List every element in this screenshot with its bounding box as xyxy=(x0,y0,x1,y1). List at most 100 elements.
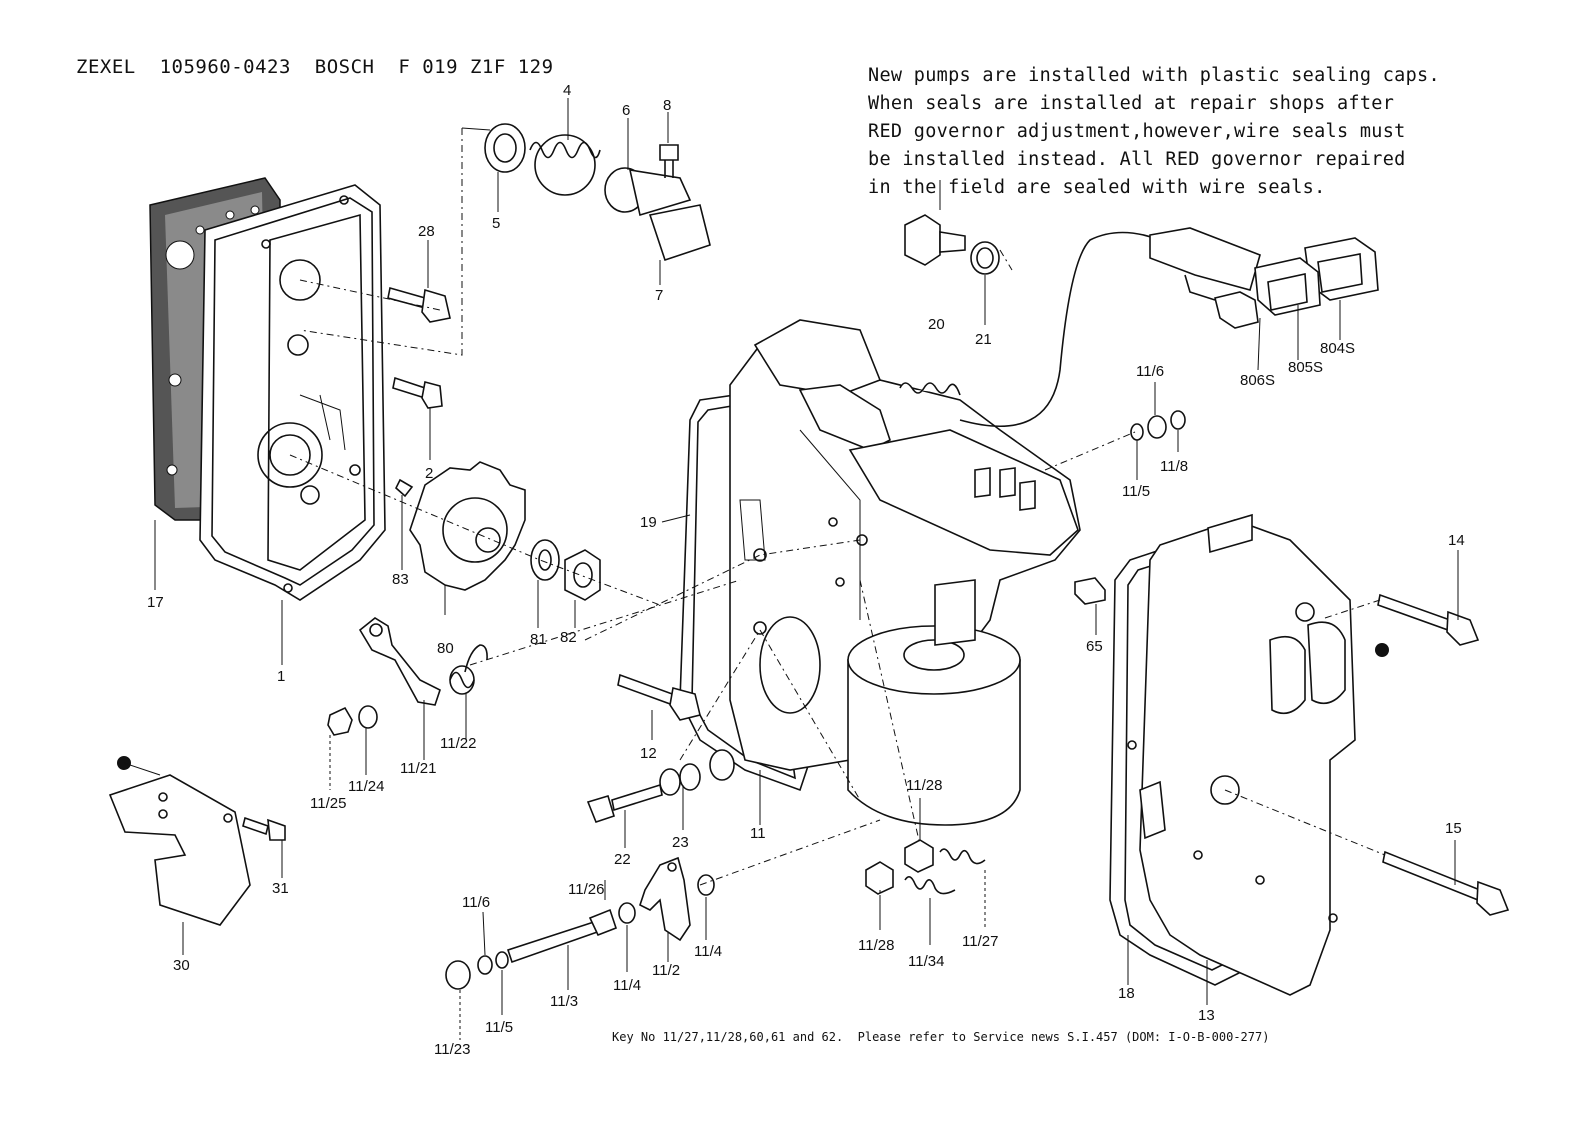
callout-label: 11/22 xyxy=(440,735,476,752)
bolt-part-15 xyxy=(1382,850,1510,916)
callout-label: 18 xyxy=(1118,985,1135,1002)
callout-label: 11/34 xyxy=(908,953,944,970)
nut-part-82 xyxy=(564,549,601,601)
shaft-part-11-3 xyxy=(506,908,617,964)
callout-label: 28 xyxy=(418,223,435,240)
callout-label: 11/8 xyxy=(1160,458,1188,475)
callout-label: 82 xyxy=(560,629,577,646)
sleeve-part-11-23 xyxy=(445,960,471,990)
callout-label: 806S xyxy=(1240,372,1275,389)
key-part-83 xyxy=(395,478,414,498)
callout-label: 11 xyxy=(750,825,766,842)
note-line: in the field are sealed with wire seals. xyxy=(868,177,1326,198)
note-line: New pumps are installed with plastic sea… xyxy=(868,65,1440,86)
callout-label: 11/5 xyxy=(485,1019,513,1036)
wiring-harness xyxy=(959,227,1379,428)
callout-label: 11/28 xyxy=(906,777,942,794)
seal-part-5 xyxy=(484,123,526,173)
spring-part-4 xyxy=(529,134,601,196)
callout-label: 11/4 xyxy=(694,943,722,960)
washer-part-11-4-b xyxy=(697,874,715,896)
installation-notes: New pumps are installed with plastic sea… xyxy=(868,62,1508,202)
callout-label: 11/6 xyxy=(1136,363,1164,380)
bolt-part-12 xyxy=(617,673,701,721)
callout-label: 30 xyxy=(173,957,190,974)
callout-label: 4 xyxy=(563,82,571,99)
callout-label: 5 xyxy=(492,215,500,232)
washer-part-81 xyxy=(530,539,560,581)
callout-label: 11/28 xyxy=(858,937,894,954)
callout-label: 1 xyxy=(277,668,285,685)
callout-label: 805S xyxy=(1288,359,1323,376)
callout-label: 11/25 xyxy=(310,795,346,812)
seal-part-21 xyxy=(970,241,1000,275)
rotor-part-80 xyxy=(409,461,526,591)
spring-part-11-22 xyxy=(449,644,488,695)
callout-label: 6 xyxy=(622,102,630,119)
nut-part-11-28-a xyxy=(904,839,934,873)
callout-label: 11/27 xyxy=(962,933,998,950)
callout-label: 11/4 xyxy=(613,977,641,994)
callout-label: 12 xyxy=(640,745,657,762)
callout-label: 11/6 xyxy=(462,894,490,911)
marker-dot xyxy=(1375,643,1389,657)
nut-part-11-28-b xyxy=(865,861,894,895)
callout-label: 11/24 xyxy=(348,778,384,795)
stud-part-11-27 xyxy=(939,848,986,865)
callout-label: 804S xyxy=(1320,340,1355,357)
callout-label: 11/3 xyxy=(550,993,578,1010)
callout-label: 11/5 xyxy=(1122,483,1150,500)
cover-part-13 xyxy=(1127,513,1356,996)
callout-label: 17 xyxy=(147,594,164,611)
callout-label: 81 xyxy=(530,631,547,648)
nut-part-11-25 xyxy=(327,706,353,736)
bolt-part-14 xyxy=(1377,593,1480,646)
callout-label: 11/26 xyxy=(568,881,604,898)
ring-part-11-5-lower xyxy=(495,951,509,969)
diagram-title: ZEXEL 105960-0423 BOSCH F 019 Z1F 129 xyxy=(76,56,554,78)
callout-label: 15 xyxy=(1445,820,1462,837)
callout-label: 65 xyxy=(1086,638,1103,655)
housing-part-1 xyxy=(199,184,386,601)
callout-label: 2 xyxy=(425,465,433,482)
callout-label: 31 xyxy=(272,880,289,897)
callout-label: 7 xyxy=(655,287,663,304)
lever-part-11-2 xyxy=(639,856,691,942)
washer-part-11-6-upper xyxy=(1147,415,1167,439)
callout-label: 19 xyxy=(640,514,657,531)
bolt-part-28 xyxy=(387,286,451,323)
callout-label: 11/2 xyxy=(652,962,680,979)
callout-label: 83 xyxy=(392,571,409,588)
lever-part-6 xyxy=(604,167,711,262)
note-line: When seals are installed at repair shops… xyxy=(868,93,1395,114)
bolt-part-31 xyxy=(242,816,286,841)
callout-label: 14 xyxy=(1448,532,1465,549)
bracket-part-30 xyxy=(108,774,251,926)
plug-part-20 xyxy=(904,214,966,266)
callout-label: 80 xyxy=(437,640,454,657)
callout-labels: 4 6 8 5 7 28 2 17 1 83 80 81 82 19 20 21… xyxy=(147,82,1465,1058)
callout-label: 21 xyxy=(975,331,992,348)
washer-part-11-4-a xyxy=(618,902,636,924)
callout-label: 23 xyxy=(672,834,689,851)
callout-label: 8 xyxy=(663,97,671,114)
ring-part-11-5-upper xyxy=(1130,423,1144,441)
clip-part-11-8 xyxy=(1170,410,1186,430)
washer-part-23 xyxy=(659,749,735,796)
footer-note: Key No 11/27,11/28,60,61 and 62. Please … xyxy=(612,1030,1270,1044)
screw-part-8 xyxy=(659,144,679,178)
bolt-part-2 xyxy=(392,376,443,409)
note-line: RED governor adjustment,however,wire sea… xyxy=(868,121,1406,142)
callout-label: 11/23 xyxy=(434,1041,470,1058)
callout-label: 13 xyxy=(1198,1007,1215,1024)
callout-label: 22 xyxy=(614,851,631,868)
bush-part-65 xyxy=(1074,577,1106,605)
washer-part-11-24 xyxy=(358,705,378,729)
governor-housing xyxy=(729,319,1081,826)
callout-label: 20 xyxy=(928,316,945,333)
stud-part-11-34 xyxy=(904,876,956,895)
assembly-lines xyxy=(289,127,1386,1040)
lever-part-11-21 xyxy=(358,617,441,706)
